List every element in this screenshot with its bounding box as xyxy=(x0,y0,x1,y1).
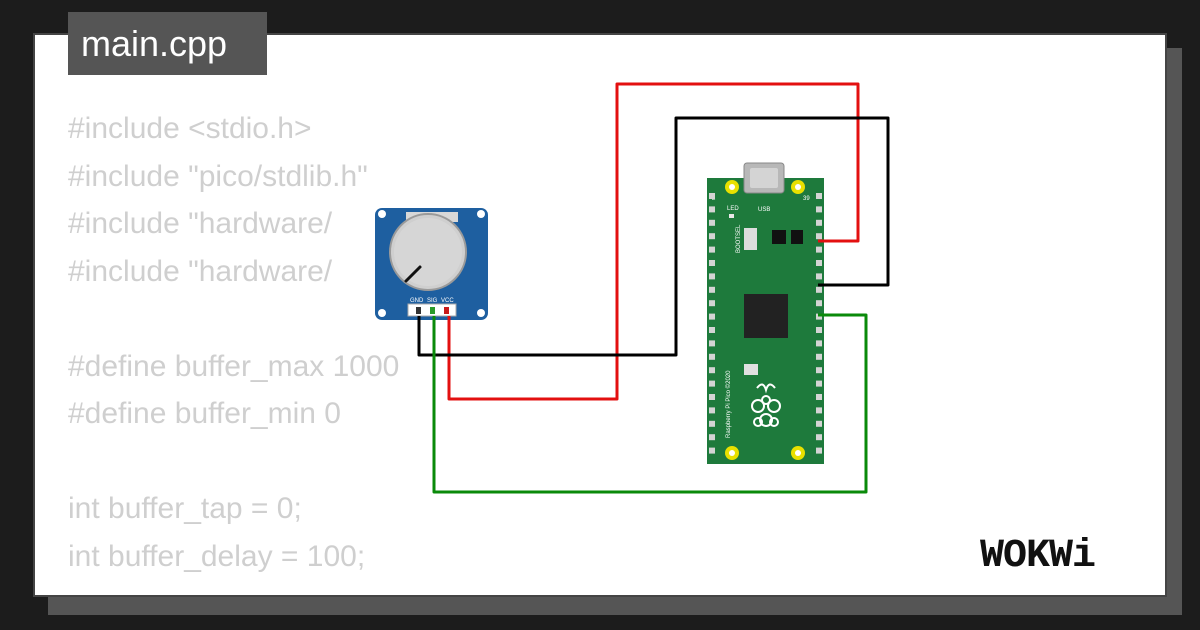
code-line: int buffer_tap = 0; xyxy=(68,492,302,525)
pico-pin[interactable] xyxy=(709,273,715,280)
pico-pin[interactable] xyxy=(709,407,715,414)
bootsel-button xyxy=(744,228,757,250)
regulator xyxy=(772,230,786,244)
pico-pin[interactable] xyxy=(816,420,822,427)
wokwi-logo: WOKWi xyxy=(980,534,1096,574)
pico-pin[interactable] xyxy=(816,300,822,307)
pin-label-vcc: VCC xyxy=(441,298,454,304)
pico-pin[interactable] xyxy=(709,327,715,333)
pico-pin[interactable] xyxy=(709,233,715,240)
code-line: #include <stdio.h> xyxy=(68,112,312,145)
regulator xyxy=(791,230,803,244)
pico-pin[interactable] xyxy=(816,313,822,320)
wire-sig[interactable] xyxy=(432,313,868,494)
wire-vcc[interactable] xyxy=(447,82,860,401)
code-preview: #include <stdio.h> #include "pico/stdlib.… xyxy=(68,105,448,580)
pico-pin[interactable] xyxy=(816,246,822,253)
pico-pin[interactable] xyxy=(709,300,715,307)
led-label: LED xyxy=(727,206,739,212)
pico-pin[interactable] xyxy=(816,193,822,199)
pico-pin[interactable] xyxy=(709,286,715,293)
pico-pin[interactable] xyxy=(709,219,715,226)
pico-pin[interactable] xyxy=(709,367,715,374)
project-preview-card xyxy=(33,33,1167,597)
raspberry-pi-pico[interactable]: 2 39 LED USB BOOTSEL Raspberry Pi Pico ©… xyxy=(707,162,824,464)
code-line: #include "hardware/ xyxy=(68,254,333,288)
pico-pin[interactable] xyxy=(709,420,715,427)
pin-label-gnd: GND xyxy=(410,298,424,304)
pico-pin[interactable] xyxy=(709,260,715,266)
pico-pin[interactable] xyxy=(709,193,715,199)
pico-pin[interactable] xyxy=(709,340,715,347)
pico-pin[interactable] xyxy=(816,340,822,347)
usb-label: USB xyxy=(758,207,770,213)
pico-pin[interactable] xyxy=(816,219,822,226)
board-text: Raspberry Pi Pico ©2020 xyxy=(725,370,732,438)
pin-sig xyxy=(430,307,435,314)
code-line: #include "pico/stdlib.h" xyxy=(68,159,368,193)
pico-pin[interactable] xyxy=(816,260,822,266)
code-line: int buffer_delay = 100; xyxy=(68,539,366,573)
code-line: #include "hardware/ xyxy=(68,207,333,240)
pico-pin[interactable] xyxy=(816,407,822,414)
pin-row-left xyxy=(709,193,715,454)
pico-pin[interactable] xyxy=(816,394,822,400)
pico-pin[interactable] xyxy=(709,447,715,454)
mount-hole xyxy=(378,309,386,317)
pin-vcc xyxy=(444,307,449,314)
pico-pin[interactable] xyxy=(816,447,822,454)
pico-pin[interactable] xyxy=(709,313,715,320)
pico-pin[interactable] xyxy=(816,273,822,280)
pico-pin[interactable] xyxy=(816,233,822,240)
potentiometer[interactable]: GND SIG VCC xyxy=(375,208,488,320)
pin-gnd xyxy=(416,307,421,314)
flash-chip xyxy=(744,364,758,375)
pico-pin[interactable] xyxy=(816,367,822,374)
pico-pin[interactable] xyxy=(709,206,715,213)
pin-label-sig: SIG xyxy=(427,298,438,304)
pico-pin[interactable] xyxy=(816,327,822,333)
pin-row-right xyxy=(816,193,822,454)
pico-pin[interactable] xyxy=(709,246,715,253)
pico-pin[interactable] xyxy=(816,434,822,441)
pin-label-right: 39 xyxy=(803,196,810,202)
pico-pin[interactable] xyxy=(816,206,822,213)
pico-pin[interactable] xyxy=(709,434,715,441)
raspberry-logo-icon xyxy=(751,383,781,427)
pico-pin[interactable] xyxy=(816,353,822,360)
mount-hole xyxy=(477,210,485,218)
rp2040-chip xyxy=(744,294,788,338)
code-line: #define buffer_max 1000 xyxy=(68,349,400,383)
pico-pin[interactable] xyxy=(709,353,715,360)
bootsel-label: BOOTSEL xyxy=(736,224,742,253)
code-line: #define buffer_min 0 xyxy=(68,397,341,430)
svg-text:WOKWi: WOKWi xyxy=(980,534,1095,574)
pico-pin[interactable] xyxy=(816,380,822,387)
file-tab[interactable]: main.cpp xyxy=(68,12,267,75)
led xyxy=(729,214,734,218)
wire-gnd[interactable] xyxy=(417,116,890,357)
mount-hole xyxy=(477,309,485,317)
pico-pin[interactable] xyxy=(709,380,715,387)
pico-pin[interactable] xyxy=(709,394,715,400)
mount-hole xyxy=(378,210,386,218)
knob-indicator xyxy=(404,265,422,283)
pico-pin[interactable] xyxy=(816,286,822,293)
